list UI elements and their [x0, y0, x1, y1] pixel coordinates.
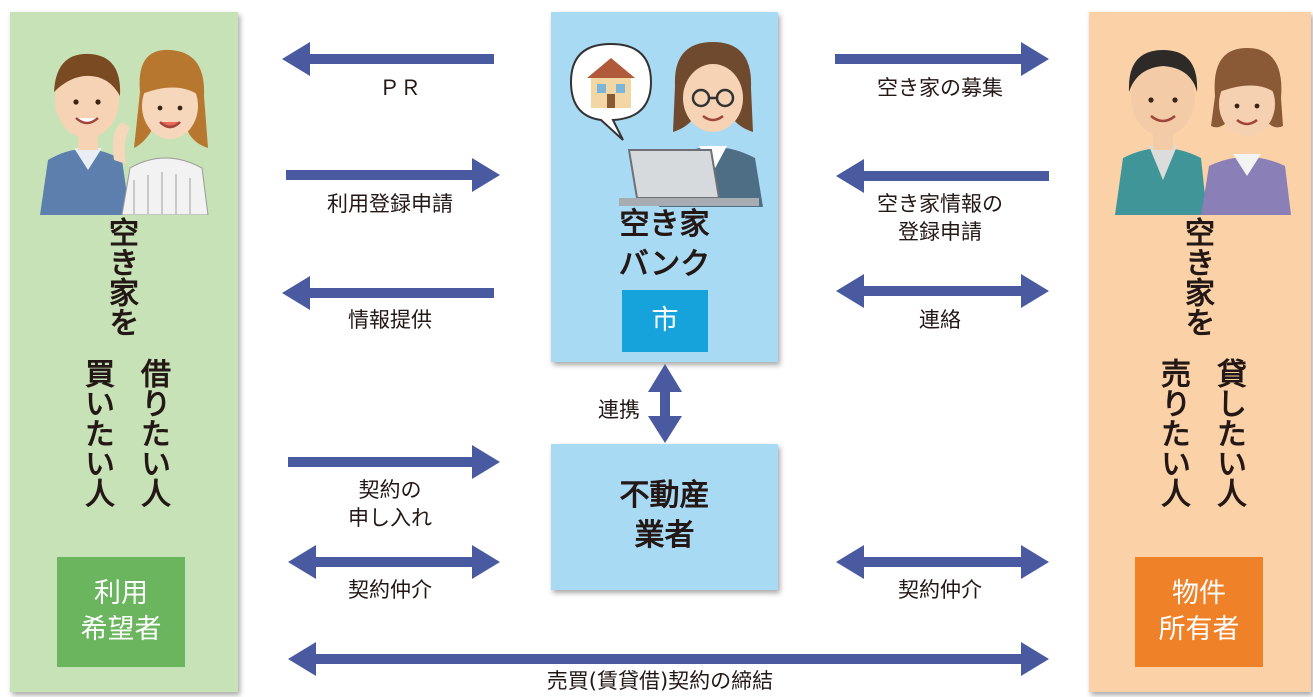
label-house-registration: 空き家情報の 登録申請	[877, 192, 1003, 244]
arrow-contact	[836, 274, 1049, 308]
label-contact: 連絡	[919, 308, 961, 332]
house-icon	[587, 58, 635, 108]
arrow-link	[648, 364, 682, 443]
owner-badge: 物件 所有者	[1135, 557, 1263, 667]
label-mediation-right: 契約仲介	[898, 578, 982, 602]
user-title-col2b: 買いたい人	[79, 358, 114, 508]
arrow-info	[282, 276, 494, 310]
arrow-house-registration	[836, 159, 1049, 193]
user-badge: 利用 希望者	[57, 557, 185, 667]
arrow-mediation-left	[288, 545, 500, 579]
label-mediation-left: 契約仲介	[348, 578, 432, 602]
akiya-bank-box: 空き家 バンク 市	[551, 12, 778, 362]
user-title-col2a: 借りたい人	[135, 358, 170, 508]
elderly-couple-icon	[1115, 48, 1291, 215]
owner-title-col2a: 貸したい人	[1211, 358, 1246, 508]
arrow-registration	[286, 158, 500, 192]
akiya-bank-title: 空き家 バンク	[618, 207, 711, 282]
label-pr: ＰＲ	[379, 76, 421, 100]
label-registration: 利用登録申請	[327, 192, 453, 216]
clerk-at-laptop-icon	[569, 42, 763, 207]
label-recruit: 空き家の募集	[877, 76, 1003, 100]
user-title-col1: 空き家を	[103, 217, 138, 337]
label-link: 連携	[598, 398, 640, 422]
label-contract-offer: 契約の 申し入れ	[348, 478, 432, 530]
owner-panel: 空き家を 貸したい人 売りたい人 物件 所有者	[1089, 12, 1311, 692]
young-couple-icon	[40, 49, 209, 215]
label-info: 情報提供	[348, 308, 432, 332]
real-estate-agent-title: 不動産 業者	[619, 478, 710, 553]
city-badge: 市	[622, 290, 708, 352]
arrow-mediation-right	[836, 545, 1049, 579]
arrow-pr	[282, 42, 494, 76]
owner-title-col2b: 売りたい人	[1155, 358, 1190, 508]
real-estate-agent-box: 不動産 業者	[551, 444, 778, 590]
arrow-contract-offer	[288, 445, 500, 479]
owner-title-col1: 空き家を	[1179, 217, 1214, 337]
label-conclusion: 売買(賃貸借)契約の締結	[546, 669, 774, 693]
arrow-conclusion	[288, 642, 1049, 676]
arrow-recruit	[835, 42, 1049, 76]
user-panel: 空き家を 借りたい人 買いたい人 利用 希望者	[10, 12, 238, 692]
